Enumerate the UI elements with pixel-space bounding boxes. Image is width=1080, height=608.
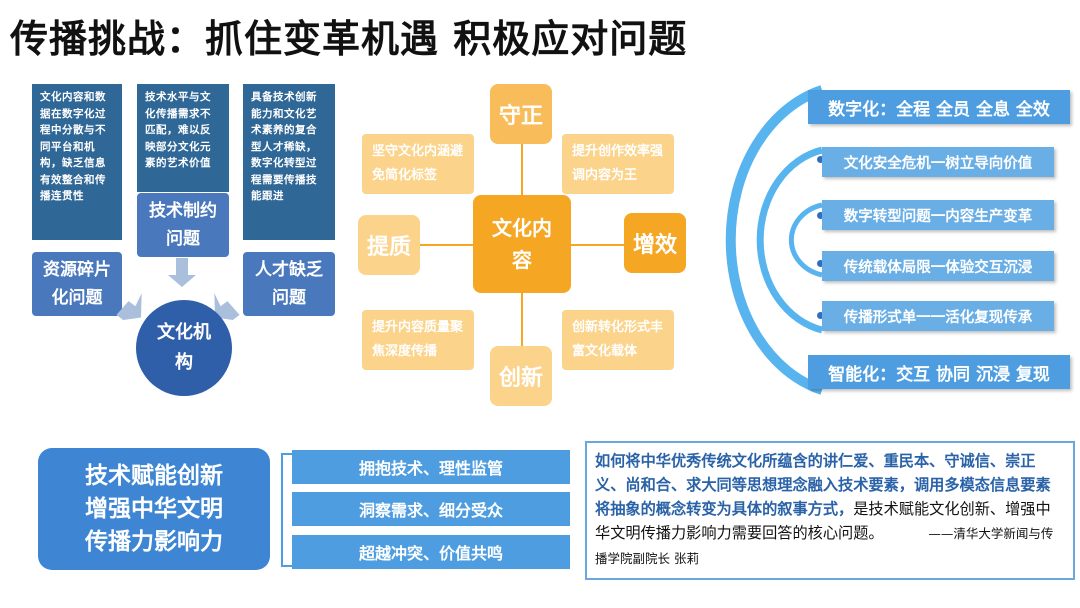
leaf-bottom-right: 创新转化形式丰富文化载体 xyxy=(562,310,674,370)
bottom-bar-embrace-tech: 拥抱技术、理性监管 xyxy=(292,450,570,484)
bottom-bar-insight-demand: 洞察需求、细分受众 xyxy=(292,492,570,526)
tech-empower-box: 技术赋能创新 增强中华文明 传播力影响力 xyxy=(38,448,270,570)
right-item-carrier: 传统载体局限一体验交互沉浸 xyxy=(822,251,1054,281)
tech-desc-box: 技术水平与文化传播需求不匹配，难以反映部分文化元素的艺术价值 xyxy=(137,84,229,192)
resource-fragment-label: 资源碎片化问题 xyxy=(32,252,122,316)
leaf-bottom-left: 提升内容质量聚焦深度传播 xyxy=(362,310,474,370)
talent-shortage-label: 人才缺乏问题 xyxy=(243,252,335,316)
leaf-top-right: 提升创作效率强调内容为王 xyxy=(562,134,674,194)
resource-desc-box: 文化内容和数据在数字化过程中分散与不同平台和机构，缺乏信息有效整合和传播连贯性 xyxy=(32,84,122,240)
arrows-to-institution xyxy=(116,258,240,321)
talent-desc-box: 具备技术创新能力和文化艺术素养的复合型人才稀缺，数字化转型过程需要传播技能跟进 xyxy=(243,84,335,240)
node-efficiency: 增效 xyxy=(624,213,686,273)
right-item-digital-transition: 数字转型问题一内容生产变革 xyxy=(822,200,1054,230)
bullet-dot xyxy=(817,260,824,267)
leaf-top-left: 坚守文化内涵避免简化标签 xyxy=(362,134,474,194)
right-item-digitalization: 数字化：全程 全员 全息 全效 xyxy=(808,90,1070,124)
node-quality: 提质 xyxy=(358,215,420,275)
quote-highlight: 如何将中华优秀传统文化所蕴含的讲仁爱、重民本、守诚信、崇正义、尚和合、求大同等思… xyxy=(595,452,1051,518)
tech-empower-line1: 技术赋能创新 xyxy=(85,462,223,489)
resource-desc-text: 文化内容和数据在数字化过程中分散与不同平台和机构，缺乏信息有效整合和传播连贯性 xyxy=(40,91,106,202)
right-arcs xyxy=(725,85,824,395)
bracket xyxy=(281,453,292,567)
bullet-dot xyxy=(817,212,824,219)
right-item-security: 文化安全危机一树立导向价值 xyxy=(822,147,1054,177)
node-integrity: 守正 xyxy=(490,84,552,144)
bullet-dot xyxy=(817,312,824,319)
cultural-content-center: 文化内容 xyxy=(473,195,571,293)
bottom-bar-transcend-conflict: 超越冲突、价值共鸣 xyxy=(292,535,570,569)
right-item-form: 传播形式单一一活化复现传承 xyxy=(822,301,1054,331)
tech-constraint-label: 技术制约问题 xyxy=(137,193,229,257)
tech-empower-line2: 增强中华文明 xyxy=(85,495,223,522)
tech-empower-line3: 传播力影响力 xyxy=(85,528,223,555)
tech-desc-text: 技术水平与文化传播需求不匹配，难以反映部分文化元素的艺术价值 xyxy=(145,91,211,169)
quote-rest: 是技术赋能文化创新、增强中华文明传播力影响力需要回答的核心问题。 xyxy=(595,500,1051,542)
node-innovation: 创新 xyxy=(490,346,552,406)
quote-box: 如何将中华优秀传统文化所蕴含的讲仁爱、重民本、守诚信、崇正义、尚和合、求大同等思… xyxy=(585,441,1075,580)
quote-attribution: ——清华大学新闻与传播学院副院长 张莉 xyxy=(595,526,1054,566)
cultural-institution-circle: 文化机构 xyxy=(136,300,232,396)
talent-desc-text: 具备技术创新能力和文化艺术素养的复合型人才稀缺，数字化转型过程需要传播技能跟进 xyxy=(251,91,317,202)
right-item-intelligence: 智能化：交互 协同 沉浸 复现 xyxy=(808,355,1070,389)
bullet-dot xyxy=(817,156,824,163)
page-title: 传播挑战：抓住变革机遇 积极应对问题 xyxy=(10,17,688,61)
